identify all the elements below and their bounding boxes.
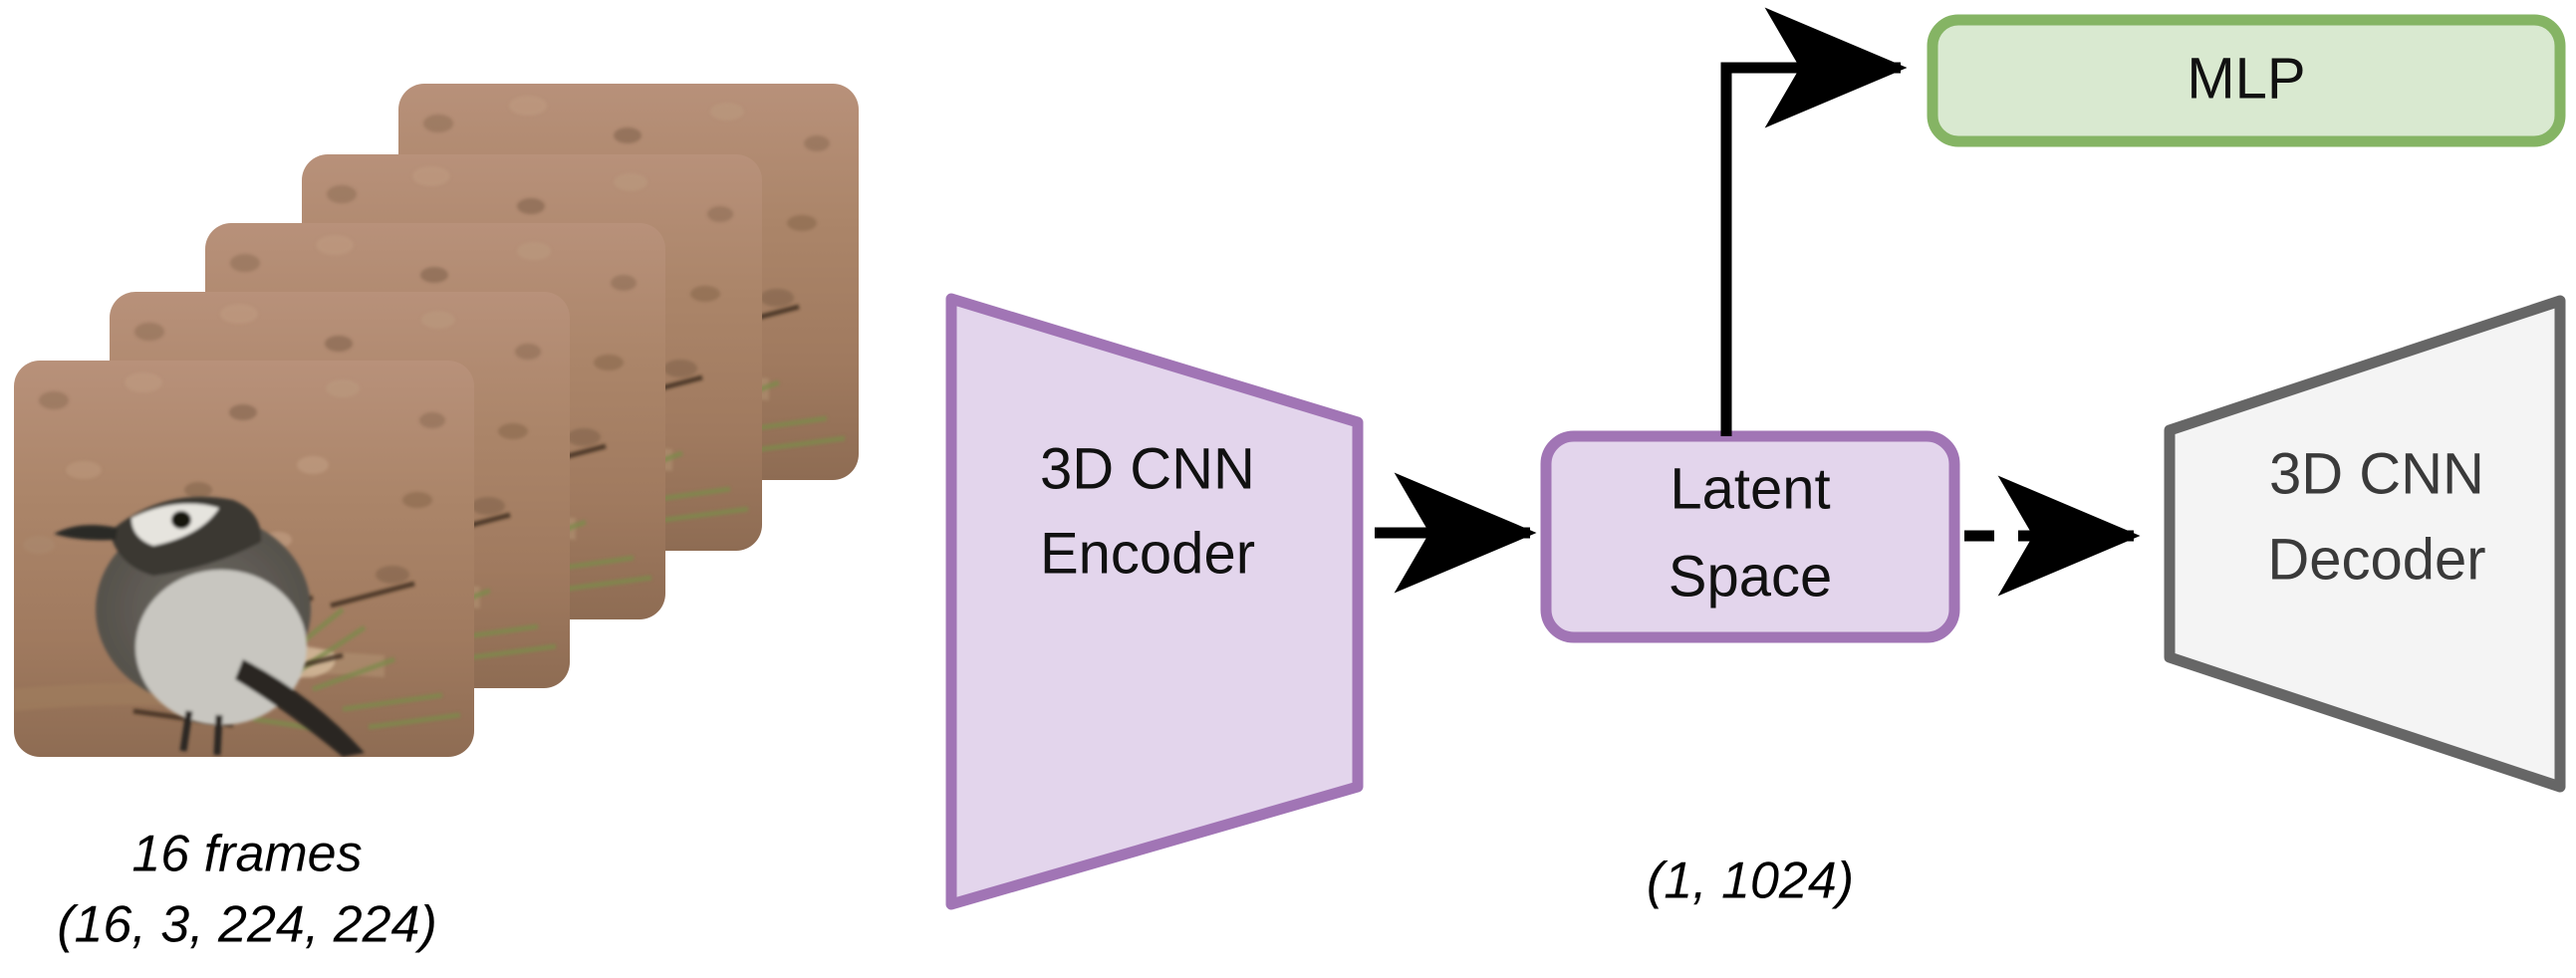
- mlp-shape: [1927, 14, 2566, 147]
- video-frame-stack: [14, 84, 859, 757]
- decoder-label-line2: Decoder: [2267, 527, 2485, 592]
- decoder-label-line1: 3D CNN: [2269, 441, 2484, 506]
- mlp-label: MLP: [2187, 46, 2305, 111]
- encoder-shape: [945, 293, 1364, 910]
- encoder-label-line1: 3D CNN: [1040, 436, 1255, 501]
- frame-1: [14, 361, 474, 757]
- latent-space-shape: [1540, 430, 1960, 643]
- latent-space-label-line1: Latent: [1670, 456, 1830, 521]
- latent-space-caption: (1, 1024): [1647, 853, 1854, 910]
- input-caption-line2: (16, 3, 224, 224): [57, 896, 437, 954]
- latent-space-node[interactable]: Latent Space: [1540, 430, 1960, 643]
- encoder-node[interactable]: 3D CNN Encoder: [945, 293, 1364, 910]
- input-caption-line1: 16 frames: [131, 826, 362, 883]
- decoder-node[interactable]: 3D CNN Decoder: [2164, 295, 2566, 793]
- latent-to-mlp-arrow: [1720, 7, 1908, 436]
- mlp-node[interactable]: MLP: [1927, 14, 2566, 147]
- latent-space-label-line2: Space: [1669, 544, 1832, 609]
- decoder-shape: [2164, 295, 2566, 793]
- encoder-label-line2: Encoder: [1040, 521, 1255, 586]
